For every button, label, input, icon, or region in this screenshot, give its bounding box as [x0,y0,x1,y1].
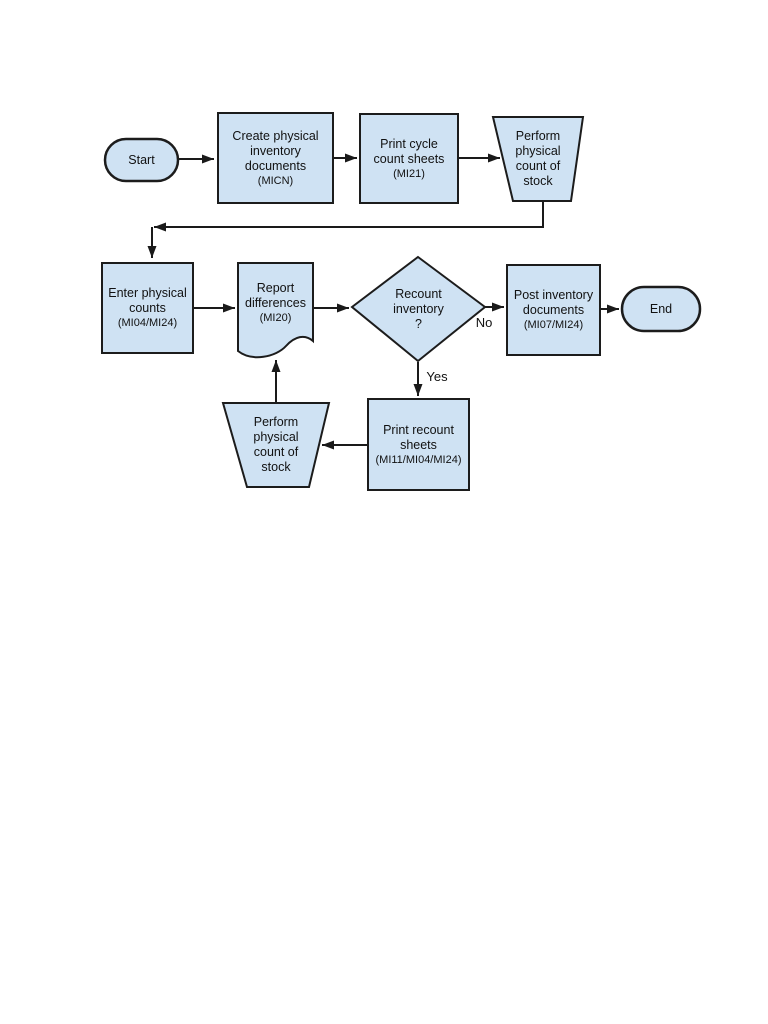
recount-decision-shape [350,255,487,363]
perform-count-top-shape [491,116,585,202]
print-cycle-sheets-shape [359,113,459,204]
print-recount-sheets-shape [367,398,470,491]
post-documents-shape [506,264,601,356]
end-shape [620,285,702,333]
perform-count-bottom-shape [221,402,331,488]
report-differences-shape [237,262,314,359]
start-shape [103,137,180,183]
enter-counts-shape [101,262,194,354]
create-documents-shape [217,112,334,204]
connector-perform-count-return-line [154,201,544,232]
